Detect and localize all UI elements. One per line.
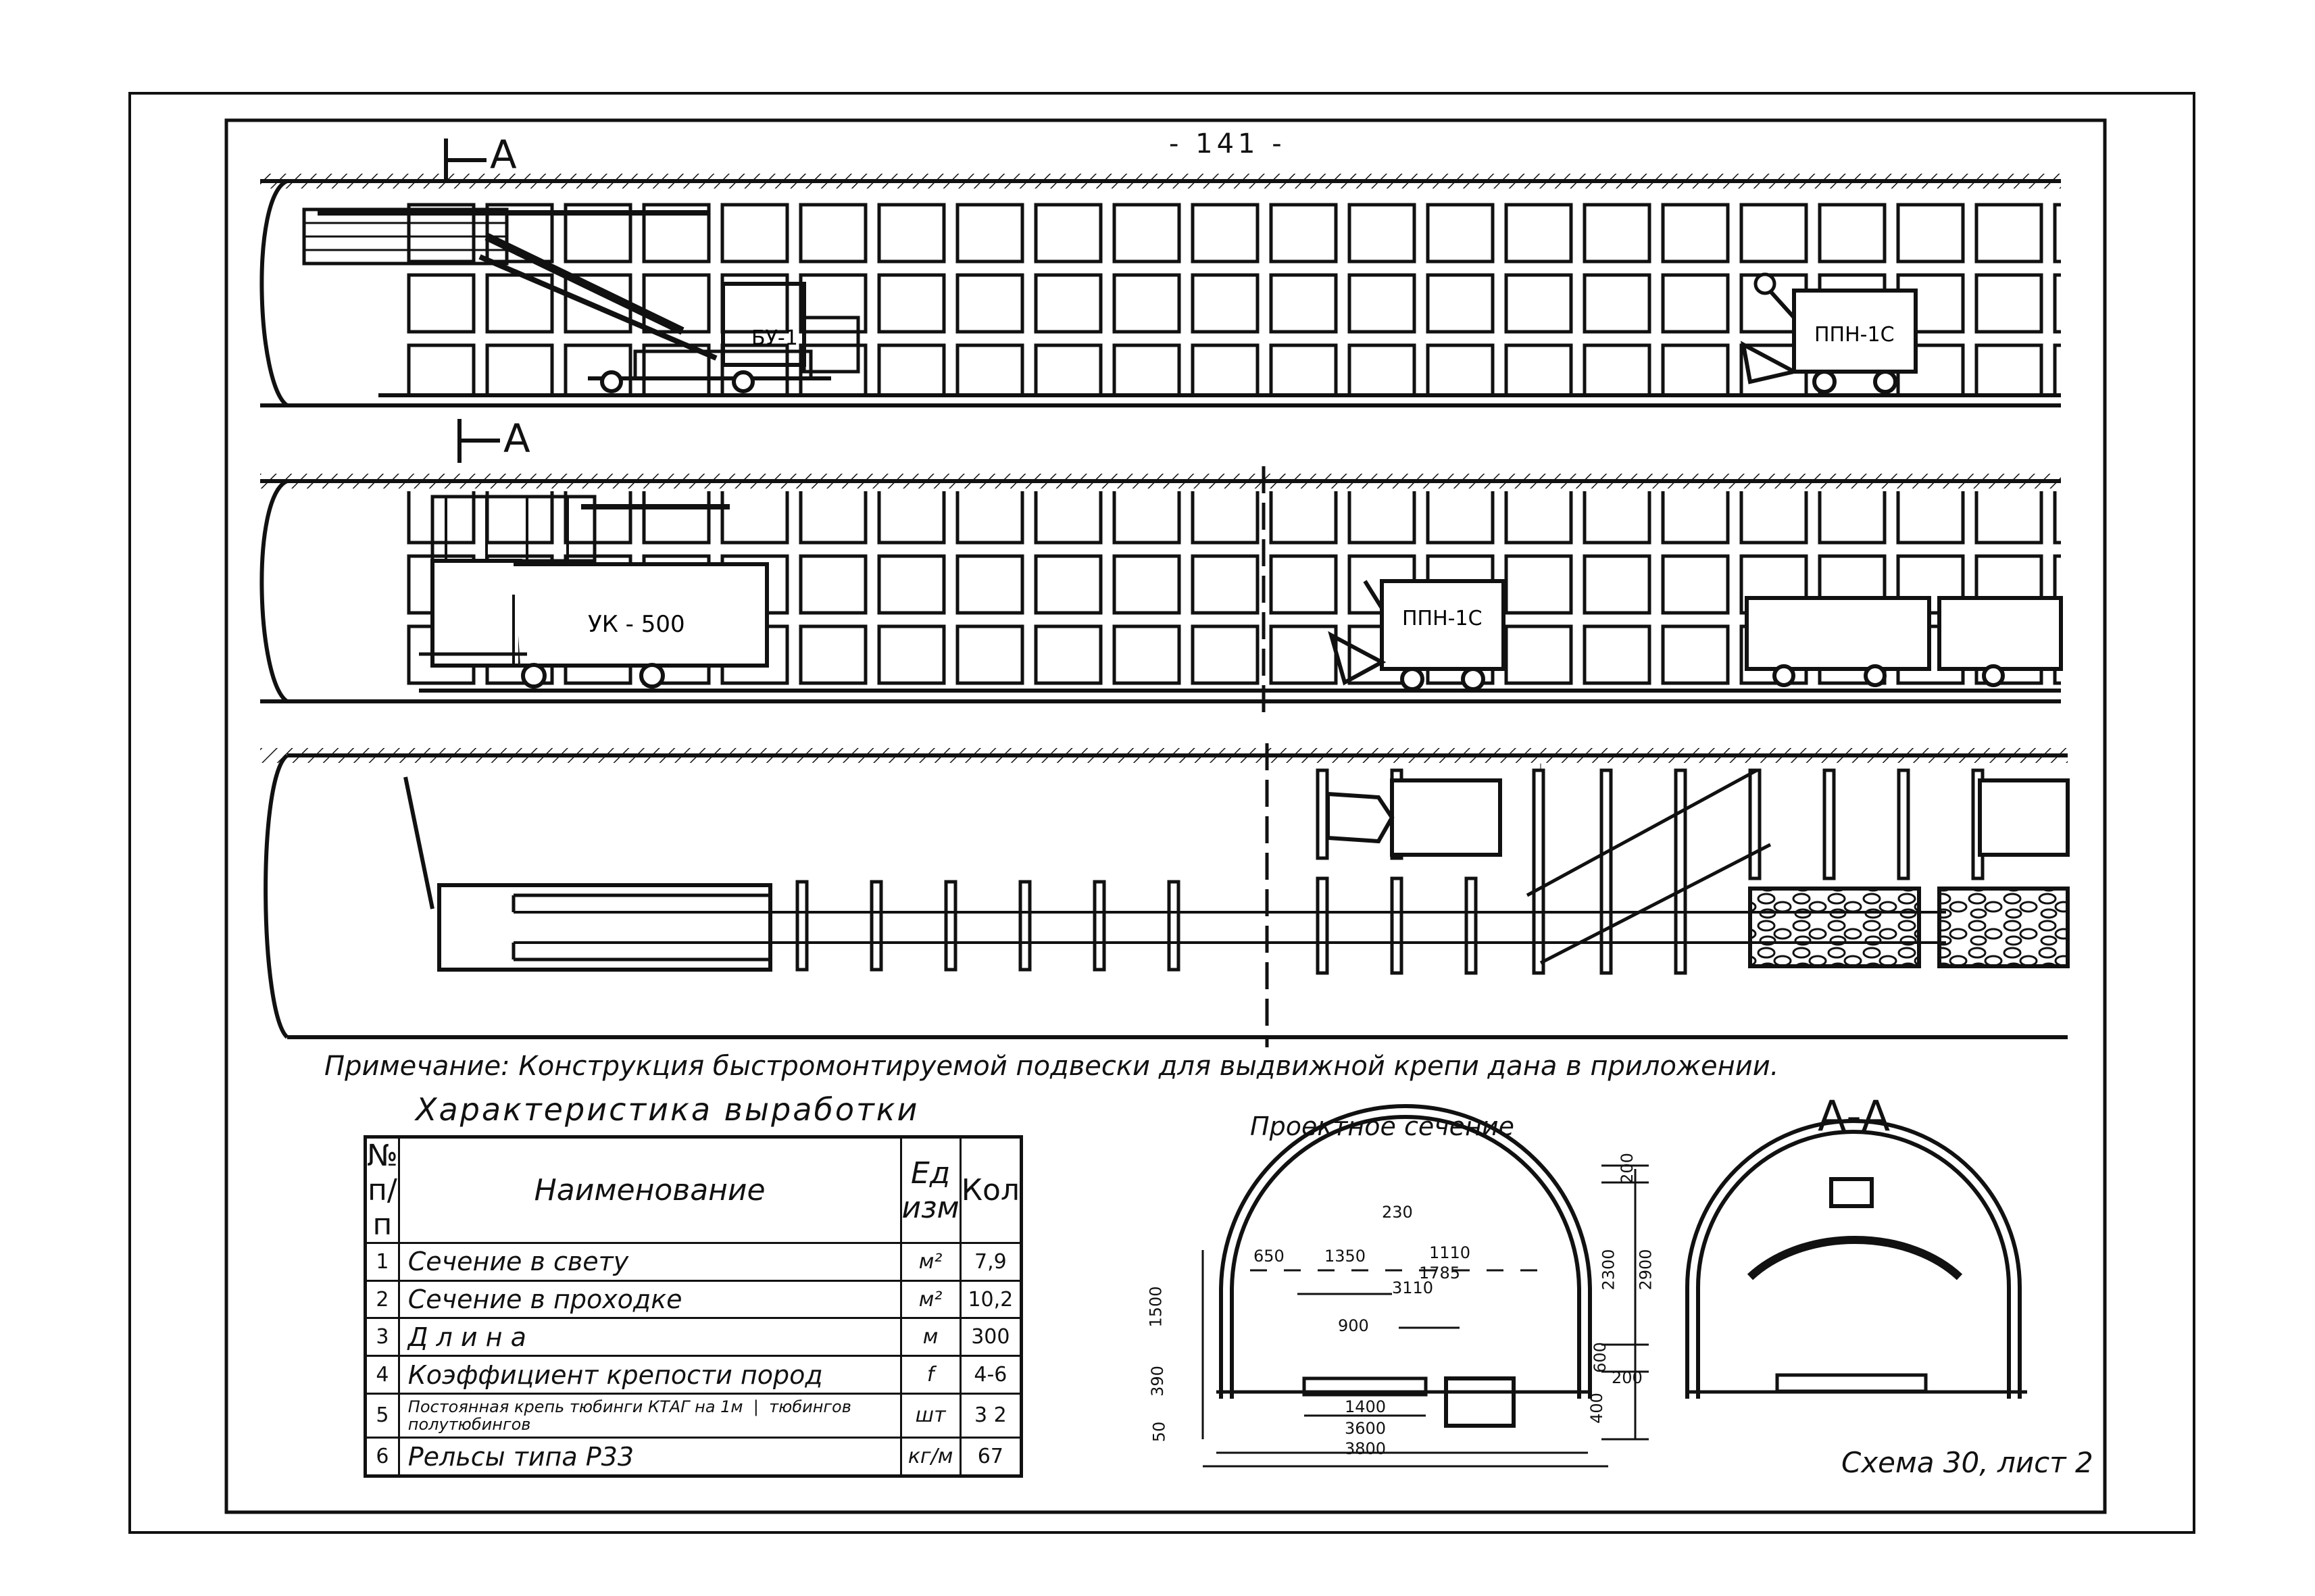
table-row: 1 Сечение в свету м² 7,9: [364, 1242, 1023, 1282]
section-mark-a-top: А: [490, 132, 517, 178]
cell-unit: кг/м: [899, 1437, 962, 1477]
dim-1400: 1400: [1345, 1397, 1387, 1416]
cell-unit: м: [899, 1317, 962, 1357]
outer-frame: [128, 92, 2195, 1534]
section-mark-a-bottom: А: [503, 416, 530, 462]
tunnel-strip-1: БУ-1 ППН-1С: [259, 174, 2061, 407]
cell-unit: шт: [899, 1392, 962, 1439]
table-row: 6 Рельсы типа Р33 кг/м 67: [364, 1437, 1023, 1477]
dim-600: 600: [1590, 1342, 1610, 1373]
section-marker-top: [444, 139, 487, 182]
header-name: Наименование: [397, 1136, 902, 1244]
table-header-row: № п/п Наименование Ед изм Кол: [364, 1136, 1023, 1244]
header-qty: Кол: [959, 1136, 1023, 1244]
dim-200-bottom: 200: [1612, 1368, 1643, 1387]
label-uk500: УК - 500: [588, 611, 685, 638]
table-row: 4 Коэффициент крепости пород f 4-6: [364, 1355, 1023, 1395]
section-aa-title: А-А: [1818, 1091, 1891, 1141]
cell-num: 3: [364, 1317, 400, 1357]
loader-ppn1s-middle: ППН-1С: [1328, 579, 1505, 691]
dim-1785: 1785: [1419, 1264, 1461, 1282]
table-title: Характеристика выработки: [416, 1091, 920, 1128]
section-aa-drawing: [1685, 1119, 2027, 1399]
drawing-note: Примечание: Конструкция быстромонтируемо…: [324, 1051, 1779, 1082]
cell-qty: 300: [959, 1317, 1023, 1357]
schema-label: Схема 30, лист 2: [1841, 1446, 2093, 1479]
cell-name-extra: тюбингов полутюбингов: [407, 1397, 851, 1434]
cell-name: Коэффициент крепости пород: [397, 1355, 902, 1395]
cell-name: Рельсы типа Р33: [397, 1437, 902, 1477]
mine-cars: [1745, 596, 2063, 687]
tunnel-strip-2: УК - 500 ППН-1С: [259, 466, 2063, 716]
design-section-title: Проектное сечение: [1250, 1112, 1514, 1141]
cell-name: Постоянная крепь тюбинги КТАГ на 1м | тю…: [397, 1392, 902, 1439]
cell-qty: 4-6: [959, 1355, 1023, 1395]
dim-50: 50: [1149, 1421, 1169, 1443]
table-row: 5 Постоянная крепь тюбинги КТАГ на 1м | …: [364, 1392, 1023, 1439]
cell-num: 5: [364, 1392, 400, 1439]
dim-3110: 3110: [1392, 1278, 1434, 1297]
header-unit: Ед изм: [899, 1136, 962, 1244]
inner-frame: [224, 118, 2107, 1514]
dim-900: 900: [1338, 1316, 1369, 1335]
dim-3800: 3800: [1345, 1439, 1387, 1458]
cell-name: Сечение в свету: [397, 1242, 902, 1282]
cell-qty: 67: [959, 1437, 1023, 1477]
label-ppn-middle: ППН-1С: [1402, 607, 1483, 630]
dim-1500: 1500: [1146, 1286, 1166, 1328]
cell-qty: 3 2: [959, 1392, 1023, 1439]
dim-650: 650: [1253, 1247, 1285, 1266]
loader-ppn1s-top: ППН-1С: [1740, 272, 1918, 394]
dim-230: 230: [1382, 1203, 1413, 1222]
cell-name: Д л и н а: [397, 1317, 902, 1357]
cell-unit: f: [899, 1355, 962, 1395]
dim-2900: 2900: [1636, 1249, 1656, 1291]
design-section-drawing: [1201, 1104, 1649, 1468]
cell-qty: 7,9: [959, 1242, 1023, 1282]
dim-400: 400: [1587, 1393, 1606, 1424]
cell-num: 2: [364, 1279, 400, 1320]
tunnel-strip-3: [260, 743, 2070, 1047]
dim-3600: 3600: [1345, 1419, 1387, 1438]
dim-2300: 2300: [1599, 1249, 1618, 1291]
cell-num: 6: [364, 1437, 400, 1477]
cell-num: 1: [364, 1242, 400, 1282]
cell-name: Сечение в проходке: [397, 1279, 902, 1320]
cell-num: 4: [364, 1355, 400, 1395]
table-row: 3 Д л и н а м 300: [364, 1317, 1023, 1357]
dim-1110: 1110: [1429, 1243, 1471, 1262]
section-marker-bottom: [457, 419, 500, 463]
drill-rig-bu1: БУ-1: [302, 207, 860, 393]
cell-unit: м²: [899, 1242, 962, 1282]
dim-1350: 1350: [1324, 1247, 1366, 1266]
cell-name-main: Постоянная крепь тюбинги КТАГ на 1м: [407, 1397, 743, 1416]
cell-unit: м²: [899, 1279, 962, 1320]
characteristics-table: № п/п Наименование Ед изм Кол 1 Сечение …: [364, 1135, 1023, 1478]
dim-200-top: 200: [1617, 1153, 1637, 1184]
label-ppn-top: ППН-1С: [1814, 323, 1895, 347]
header-num: № п/п: [364, 1136, 400, 1244]
label-bu1: БУ-1: [751, 326, 798, 350]
combine-uk500: УК - 500: [419, 495, 769, 689]
cell-qty: 10,2: [959, 1279, 1023, 1320]
dim-390: 390: [1147, 1366, 1167, 1397]
page-number: - 141 -: [1169, 128, 1286, 159]
table-row: 2 Сечение в проходке м² 10,2: [364, 1279, 1023, 1320]
